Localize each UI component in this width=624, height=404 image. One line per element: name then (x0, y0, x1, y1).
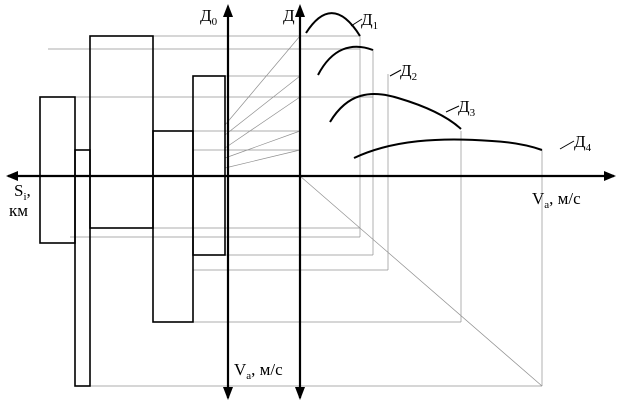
d-label: Д (283, 6, 295, 25)
gear-blocks (39, 35, 226, 387)
d0-up-arrow-icon (223, 4, 233, 17)
right-arrow-icon (604, 171, 616, 181)
d-up-arrow-icon (295, 4, 305, 17)
gear-block-2 (74, 149, 91, 387)
gear-block-4 (152, 130, 194, 323)
d3-label: Д3 (458, 97, 476, 119)
va-right-label: Va, м/с (532, 189, 581, 211)
left-arrow-icon (6, 171, 18, 181)
si-label: Si, (14, 181, 31, 203)
va-bottom-label: Va, м/с (234, 360, 283, 382)
curve-d3 (329, 92, 462, 130)
d2-pointer (389, 69, 402, 77)
dynamic-curves (305, 12, 575, 159)
projection-lines (40, 35, 543, 387)
curve-d1 (305, 12, 361, 37)
gear-block-1 (39, 96, 76, 244)
d1-pointer (350, 18, 363, 27)
d4-label: Д4 (574, 132, 592, 154)
labels: Д0 Д Д1 Д2 Д3 Д4 Si, км Va, м/с Va, м/с (9, 6, 592, 382)
d2-label: Д2 (400, 61, 417, 83)
d-down-arrow-icon (295, 387, 305, 400)
km-label: км (9, 201, 28, 220)
d4-pointer (559, 140, 575, 150)
d1-label: Д1 (361, 10, 378, 32)
gear-block-5 (192, 75, 226, 256)
d0-down-arrow-icon (223, 387, 233, 400)
d3-pointer (445, 105, 460, 113)
curve-d4 (353, 138, 543, 159)
curve-d2 (317, 45, 374, 76)
axes (6, 4, 616, 400)
gear-block-3 (89, 35, 154, 229)
d0-label: Д0 (200, 6, 218, 28)
